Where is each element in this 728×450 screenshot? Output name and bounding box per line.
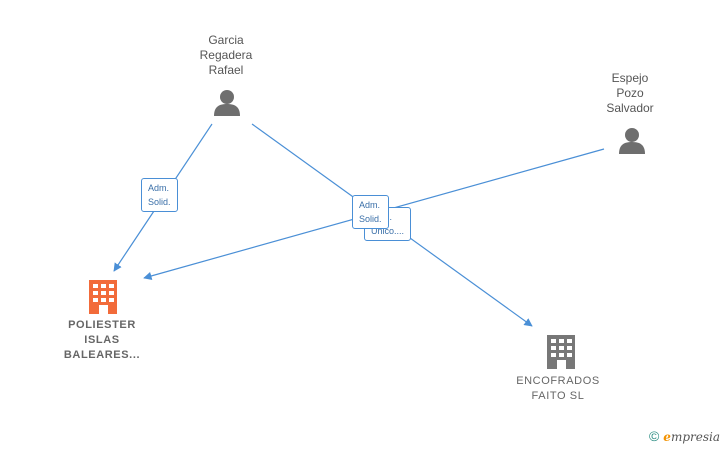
person-name-line: Espejo [611, 71, 649, 85]
company-name-line: ISLAS [84, 334, 120, 346]
edge-label-line: Adm. [148, 183, 170, 193]
person-name-line: Pozo [616, 86, 644, 100]
company-name-line: FAITO SL [531, 390, 585, 402]
company-label-poliester[interactable]: POLIESTER ISLAS BALEARES... [42, 318, 162, 363]
person-name-line: Garcia [208, 33, 244, 47]
copyright-icon: © [648, 428, 660, 444]
edge-label-line: Solid. [148, 197, 171, 207]
person-label-garcia[interactable]: Garcia Regadera Rafael [186, 33, 266, 78]
building-icon[interactable] [89, 280, 117, 314]
edge-label-adm-solid[interactable]: Adm. Solid. [141, 178, 178, 212]
person-name-line: Rafael [208, 63, 244, 77]
company-label-encofrados[interactable]: ENCOFRADOS FAITO SL [498, 374, 618, 404]
person-icon[interactable] [214, 90, 240, 116]
person-name-line: Regadera [199, 48, 253, 62]
company-name-line: POLIESTER [68, 319, 136, 331]
company-name-line: ENCOFRADOS [516, 375, 600, 387]
edge-label-adm-solid-center[interactable]: Adm. Solid. [352, 195, 389, 229]
person-label-espejo[interactable]: Espejo Pozo Salvador [590, 71, 670, 116]
building-icon[interactable] [547, 335, 575, 369]
brand-initial: e [663, 430, 671, 444]
edge-label-line: Unico.... [371, 226, 405, 236]
person-icon[interactable] [619, 128, 645, 154]
company-name-line: BALEARES... [63, 349, 141, 361]
brand-name: mpresia [670, 430, 720, 444]
empresia-watermark: ©empresia [649, 428, 720, 444]
edge-label-line: Solid. [359, 214, 382, 224]
edge-label-line: Adm. [359, 200, 381, 210]
person-name-line: Salvador [606, 101, 654, 115]
